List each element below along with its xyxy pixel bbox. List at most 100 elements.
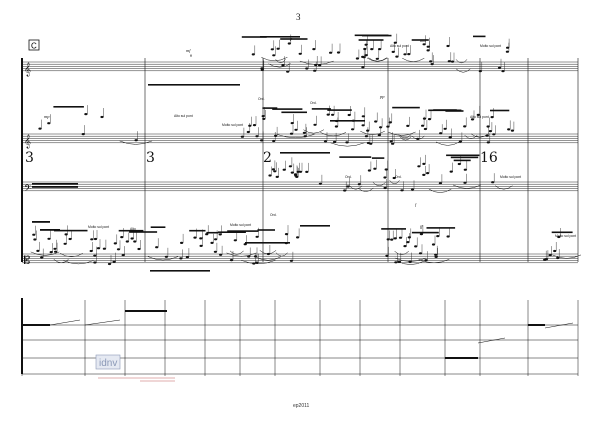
- notehead: [394, 261, 398, 264]
- notehead: [491, 181, 495, 184]
- notehead: [426, 45, 430, 48]
- notehead: [47, 122, 51, 125]
- notehead: [383, 186, 387, 190]
- notehead: [125, 240, 129, 243]
- notehead: [463, 181, 467, 184]
- slur: [147, 256, 179, 261]
- slur: [303, 129, 325, 134]
- slur: [366, 57, 388, 62]
- slur: [255, 256, 281, 261]
- notehead: [262, 117, 266, 120]
- beam: [411, 231, 439, 234]
- slur: [275, 59, 286, 64]
- notehead: [470, 118, 475, 121]
- notehead: [32, 233, 36, 236]
- notehead: [286, 70, 290, 73]
- notehead: [448, 136, 452, 139]
- watermark-logo: idnv: [95, 354, 121, 370]
- notehead: [261, 115, 265, 118]
- notehead: [492, 133, 496, 136]
- notehead: [431, 243, 436, 246]
- sustain-beam: [300, 225, 330, 227]
- slur: [229, 250, 244, 255]
- notehead: [47, 237, 51, 240]
- notehead: [414, 245, 418, 248]
- notehead: [36, 249, 40, 252]
- notehead: [134, 139, 138, 142]
- dynamic-marking: f: [415, 202, 417, 207]
- notehead: [53, 247, 57, 250]
- notehead: [497, 66, 502, 69]
- notehead: [49, 251, 53, 254]
- notehead: [346, 185, 350, 188]
- notehead: [33, 238, 37, 241]
- notehead: [255, 135, 259, 138]
- beam: [371, 157, 385, 159]
- notehead: [271, 168, 275, 171]
- beam: [311, 108, 331, 110]
- notehead: [369, 142, 373, 145]
- technique-marking: Alto sul pont: [174, 114, 193, 118]
- notehead: [89, 249, 93, 253]
- notehead: [417, 165, 421, 168]
- dynamic-marking: mp: [44, 114, 50, 119]
- dynamic-marking: mf: [186, 48, 191, 53]
- notehead: [490, 116, 494, 119]
- beam: [392, 106, 420, 109]
- beam: [490, 109, 510, 112]
- notehead: [426, 49, 430, 52]
- notehead: [458, 140, 462, 143]
- notehead: [355, 57, 359, 60]
- notehead: [488, 130, 492, 133]
- notehead: [318, 182, 322, 185]
- technique-marking: Alto sul pont: [470, 115, 489, 119]
- notehead: [430, 63, 434, 66]
- notehead: [113, 242, 117, 245]
- notehead: [447, 60, 451, 63]
- beam: [453, 159, 471, 162]
- notehead: [361, 115, 365, 118]
- beam: [445, 110, 464, 112]
- notehead: [90, 238, 94, 241]
- notehead: [544, 258, 549, 261]
- notehead: [385, 254, 389, 257]
- notehead: [345, 141, 349, 144]
- beam: [281, 111, 307, 114]
- notehead: [377, 134, 381, 137]
- notehead: [326, 113, 330, 116]
- notehead: [367, 169, 371, 172]
- notehead: [548, 254, 552, 257]
- notehead: [331, 113, 335, 116]
- notehead: [357, 183, 361, 186]
- footer-code: ep2011: [293, 403, 310, 409]
- time-signature: 3: [146, 150, 155, 166]
- notehead: [506, 46, 510, 49]
- notehead: [383, 176, 387, 179]
- page-number: 3: [296, 12, 301, 22]
- notehead: [260, 68, 264, 71]
- technique-marking: Molto sul pont: [88, 225, 109, 229]
- slur: [275, 252, 288, 257]
- notehead: [403, 245, 407, 248]
- lower-gliss: [84, 319, 121, 326]
- notehead: [38, 127, 42, 130]
- tremolo-bar: [32, 221, 50, 223]
- notehead: [407, 236, 411, 239]
- beam: [262, 107, 278, 109]
- notehead: [553, 249, 557, 253]
- notehead: [389, 140, 393, 143]
- beam: [206, 231, 219, 234]
- notehead: [364, 135, 368, 138]
- notehead: [116, 248, 121, 251]
- notehead: [107, 262, 112, 266]
- notehead: [243, 243, 247, 246]
- notehead: [281, 64, 285, 67]
- notehead: [507, 128, 511, 131]
- beam: [280, 38, 308, 40]
- beam: [257, 229, 275, 231]
- notehead: [446, 44, 450, 48]
- notehead: [427, 118, 432, 121]
- notehead: [272, 54, 276, 57]
- notehead: [288, 165, 292, 168]
- notehead: [229, 259, 234, 262]
